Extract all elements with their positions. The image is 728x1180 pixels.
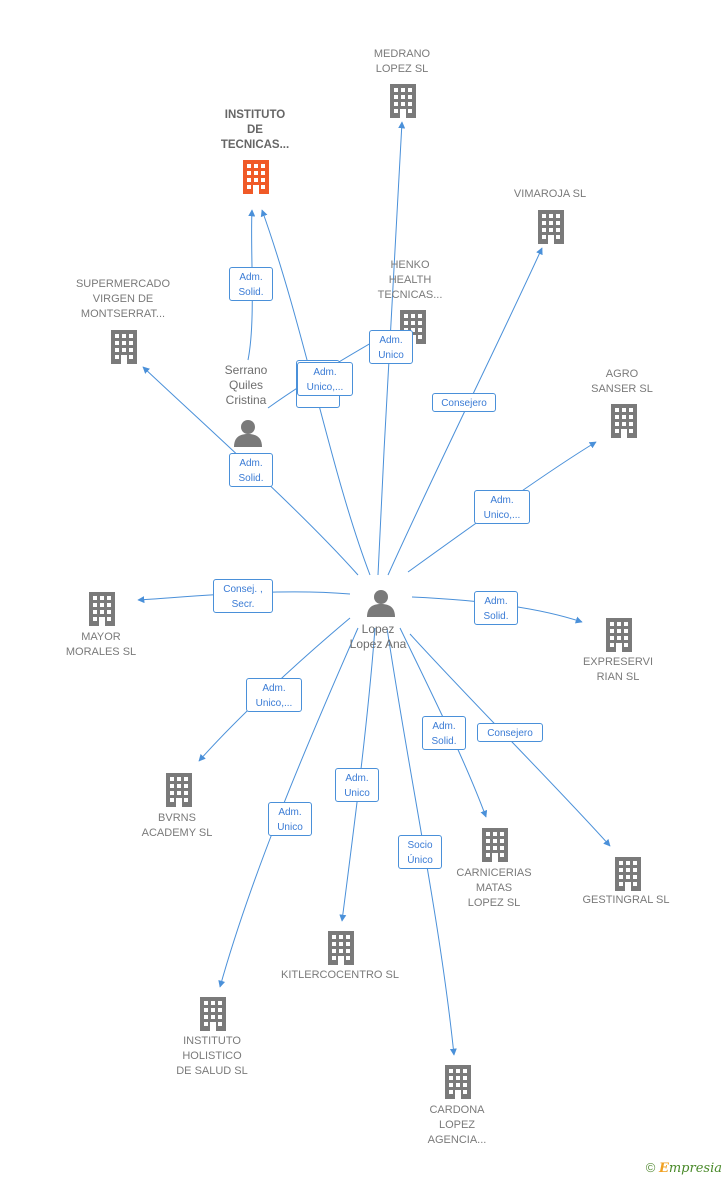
edge-label-e_lopez_holis[interactable]: Adm. Unico bbox=[268, 802, 312, 836]
person-icon-serrano[interactable] bbox=[234, 420, 262, 447]
company-label-vimaroja[interactable]: VIMAROJA SL bbox=[513, 188, 587, 200]
edge-label-e_lopez_gesting[interactable]: Consejero bbox=[477, 723, 543, 742]
edge-label-e_lopez_kitler[interactable]: Adm. Unico bbox=[335, 768, 379, 802]
company-label-instituto_tec[interactable]: INSTITUTO DE TECNICAS... bbox=[220, 109, 290, 151]
company-label-agro[interactable]: AGRO SANSER SL bbox=[591, 368, 653, 395]
edge-label-e_serrano_inst[interactable]: Adm. Solid. bbox=[229, 267, 273, 301]
building-icon-agro[interactable] bbox=[611, 404, 637, 438]
person-label-lopez[interactable]: Lopez Lopez Ana bbox=[349, 622, 407, 651]
edge-label-e_lopez_mayor[interactable]: Consej. , Secr. bbox=[213, 579, 273, 613]
edge-line-e_lopez_gesting bbox=[409, 633, 611, 847]
company-label-supermercado[interactable]: SUPERMERCADO VIRGEN DE MONTSERRAT... bbox=[75, 278, 171, 320]
building-icon-cardona[interactable] bbox=[445, 1065, 471, 1099]
edge-label-e_lopez_super[interactable]: Adm. Solid. bbox=[229, 453, 273, 487]
company-label-henko[interactable]: HENKO HEALTH TECNICAS... bbox=[377, 259, 443, 301]
copyright-symbol: © bbox=[645, 1160, 656, 1175]
building-icon-supermercado[interactable] bbox=[111, 330, 137, 364]
company-label-mayor[interactable]: MAYOR MORALES SL bbox=[65, 631, 137, 658]
edge-label-e_lopez_carni[interactable]: Adm. Solid. bbox=[422, 716, 466, 750]
person-icon-lopez[interactable] bbox=[367, 590, 395, 617]
company-label-holistico[interactable]: INSTITUTO HOLISTICO DE SALUD SL bbox=[176, 1035, 248, 1077]
building-icon-vimaroja[interactable] bbox=[538, 210, 564, 244]
building-icon-bvrns[interactable] bbox=[166, 773, 192, 807]
building-icon-instituto_tec[interactable] bbox=[243, 160, 269, 194]
building-icon-expreservi[interactable] bbox=[606, 618, 632, 652]
edge-label-e_serrano_henko[interactable]: Adm. Unico,... bbox=[297, 362, 353, 396]
copyright-footer: © Empresia bbox=[646, 1160, 722, 1176]
edge-label-e_lopez_medrano[interactable]: Adm. Unico bbox=[369, 330, 413, 364]
building-icon-medrano[interactable] bbox=[390, 84, 416, 118]
edge-label-e_lopez_bvrns[interactable]: Adm. Unico,... bbox=[246, 678, 302, 712]
company-label-gestingral[interactable]: GESTINGRAL SL bbox=[582, 894, 670, 906]
edge-label-e_lopez_expre[interactable]: Adm. Solid. bbox=[474, 591, 518, 625]
building-icon-carnicerias[interactable] bbox=[482, 828, 508, 862]
building-icon-gestingral[interactable] bbox=[615, 857, 641, 891]
edge-label-e_lopez_agro[interactable]: Adm. Unico,... bbox=[474, 490, 530, 524]
building-icon-kitler[interactable] bbox=[328, 931, 354, 965]
company-label-bvrns[interactable]: BVRNS ACADEMY SL bbox=[141, 812, 213, 839]
person-label-serrano[interactable]: Serrano Quiles Cristina bbox=[224, 363, 268, 407]
building-icon-holistico[interactable] bbox=[200, 997, 226, 1031]
company-label-expreservi[interactable]: EXPRESERVI RIAN SL bbox=[582, 656, 654, 683]
edge-label-e_lopez_cardona[interactable]: Socio Único bbox=[398, 835, 442, 869]
company-label-cardona[interactable]: CARDONA LOPEZ AGENCIA... bbox=[427, 1104, 487, 1146]
company-label-kitler[interactable]: KITLERCOCENTRO SL bbox=[281, 969, 399, 981]
edge-label-e_lopez_vimaroja[interactable]: Consejero bbox=[432, 393, 496, 412]
company-label-carnicerias[interactable]: CARNICERIAS MATAS LOPEZ SL bbox=[456, 867, 532, 909]
company-label-medrano[interactable]: MEDRANO LOPEZ SL bbox=[373, 48, 431, 75]
building-icon-mayor[interactable] bbox=[89, 592, 115, 626]
brand-logo[interactable]: Empresia bbox=[658, 1161, 722, 1176]
